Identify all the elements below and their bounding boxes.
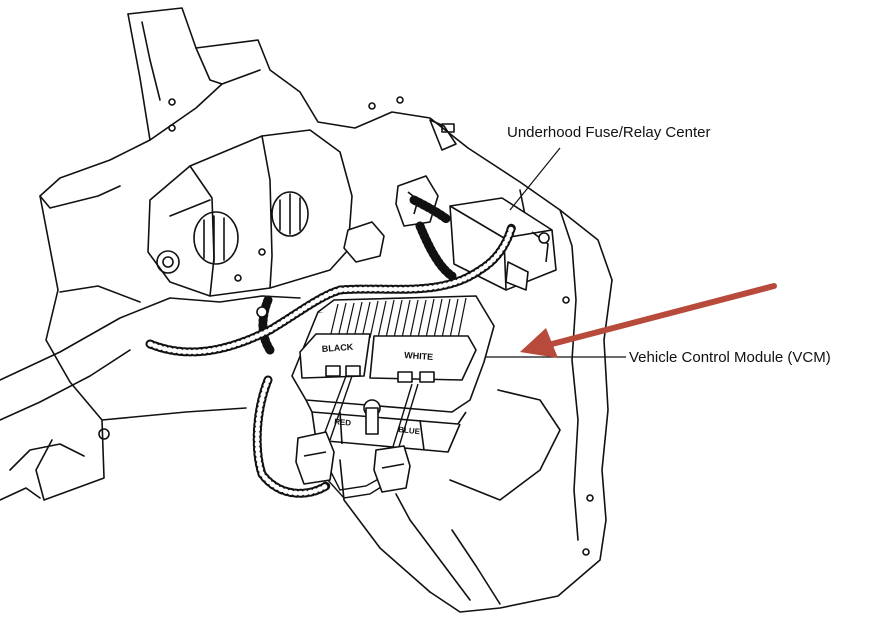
red-arrow-icon [520,283,777,358]
connector-label-blue: BLUE [398,425,421,436]
connector-leads [321,375,419,499]
leader-line-fuse [509,147,561,211]
connector-label-red: RED [334,417,352,428]
vehicle-structure [0,7,613,613]
connector-label-white: WHITE [404,350,434,362]
callout-vcm: Vehicle Control Module (VCM) [629,349,831,366]
harness-highlight [147,223,515,496]
harness-plugs [295,431,411,493]
connector-label-black: BLACK [321,342,354,354]
callout-fuse-relay-center: Underhood Fuse/Relay Center [507,124,711,141]
heat-sink-fins [329,297,467,339]
